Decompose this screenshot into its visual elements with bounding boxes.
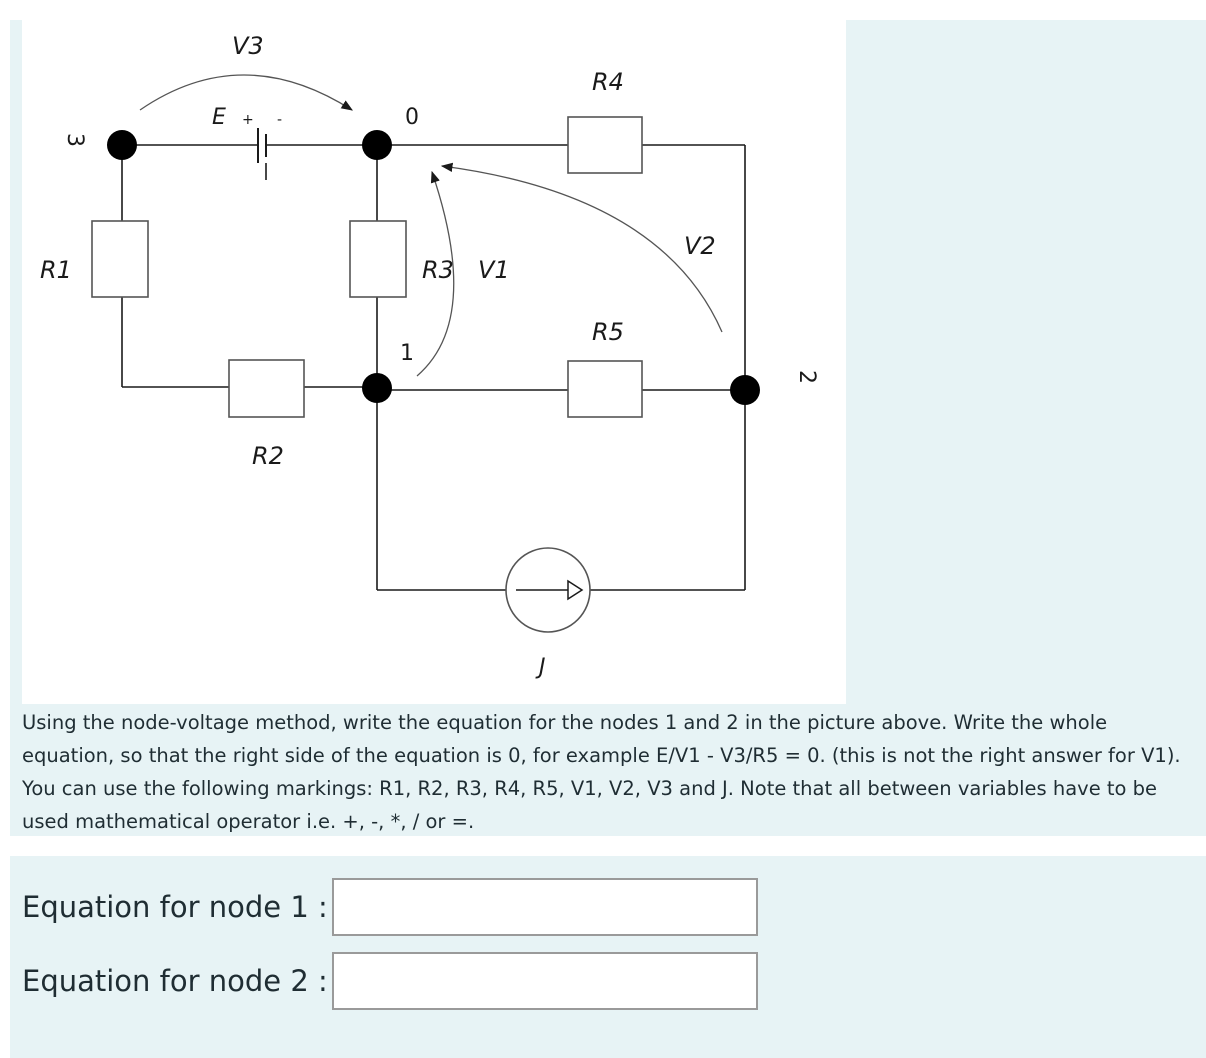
label-v2: V2: [684, 232, 716, 260]
label-v1: V1: [478, 256, 510, 284]
resistor-r2: [228, 359, 305, 418]
arrow-v2: [440, 162, 723, 333]
label-e-minus: -: [277, 112, 282, 128]
label-r3: R3: [422, 256, 454, 284]
label-r1: R1: [40, 256, 72, 284]
current-source-j: [505, 547, 591, 633]
label-v3: V3: [232, 32, 264, 60]
label-node-2: 2: [794, 370, 819, 384]
label-e: E: [212, 105, 226, 130]
resistor-r3: [349, 220, 407, 298]
label-node-0: 0: [405, 105, 419, 130]
node-3-dot: [107, 130, 137, 160]
question-text: Using the node-voltage method, write the…: [22, 711, 1181, 833]
sign-labels: + -: [242, 112, 282, 128]
answer-row-node2: Equation for node 2 :: [22, 952, 758, 1010]
label-r5: R5: [592, 318, 624, 346]
battery-e: [257, 128, 267, 180]
label-r2: R2: [252, 442, 284, 470]
node-2-dot: [730, 375, 760, 405]
nodes: [107, 130, 760, 405]
label-node-1: 1: [400, 341, 414, 366]
circuit-svg: V3 E R4 R1 R3 V1 V2 R5 R2 J + - 0 1 2 3: [40, 32, 819, 680]
circuit-diagram: V3 E R4 R1 R3 V1 V2 R5 R2 J + - 0 1 2 3: [22, 20, 846, 704]
node-1-dot: [362, 373, 392, 403]
arrow-v1: [416, 170, 455, 377]
answer-row-node1: Equation for node 1 :: [22, 878, 758, 936]
node-0-dot: [362, 130, 392, 160]
circuit-labels: V3 E R4 R1 R3 V1 V2 R5 R2 J: [40, 32, 716, 680]
voltage-arrows: [139, 74, 723, 377]
resistor-r5: [567, 360, 643, 418]
node1-equation-label: Equation for node 1 :: [22, 890, 328, 924]
resistor-r1: [91, 220, 149, 298]
wires: [121, 144, 746, 591]
node2-equation-label: Equation for node 2 :: [22, 964, 328, 998]
label-node-3: 3: [62, 133, 87, 147]
label-r4: R4: [592, 68, 624, 96]
resistor-r4: [567, 116, 643, 174]
node-number-labels: 0 1 2 3: [62, 105, 819, 384]
label-j: J: [535, 655, 546, 680]
label-e-plus: +: [242, 112, 254, 128]
node2-equation-input[interactable]: [331, 952, 758, 1010]
arrow-v3: [139, 74, 353, 111]
node1-equation-input[interactable]: [331, 878, 758, 936]
resistors: [91, 116, 643, 418]
